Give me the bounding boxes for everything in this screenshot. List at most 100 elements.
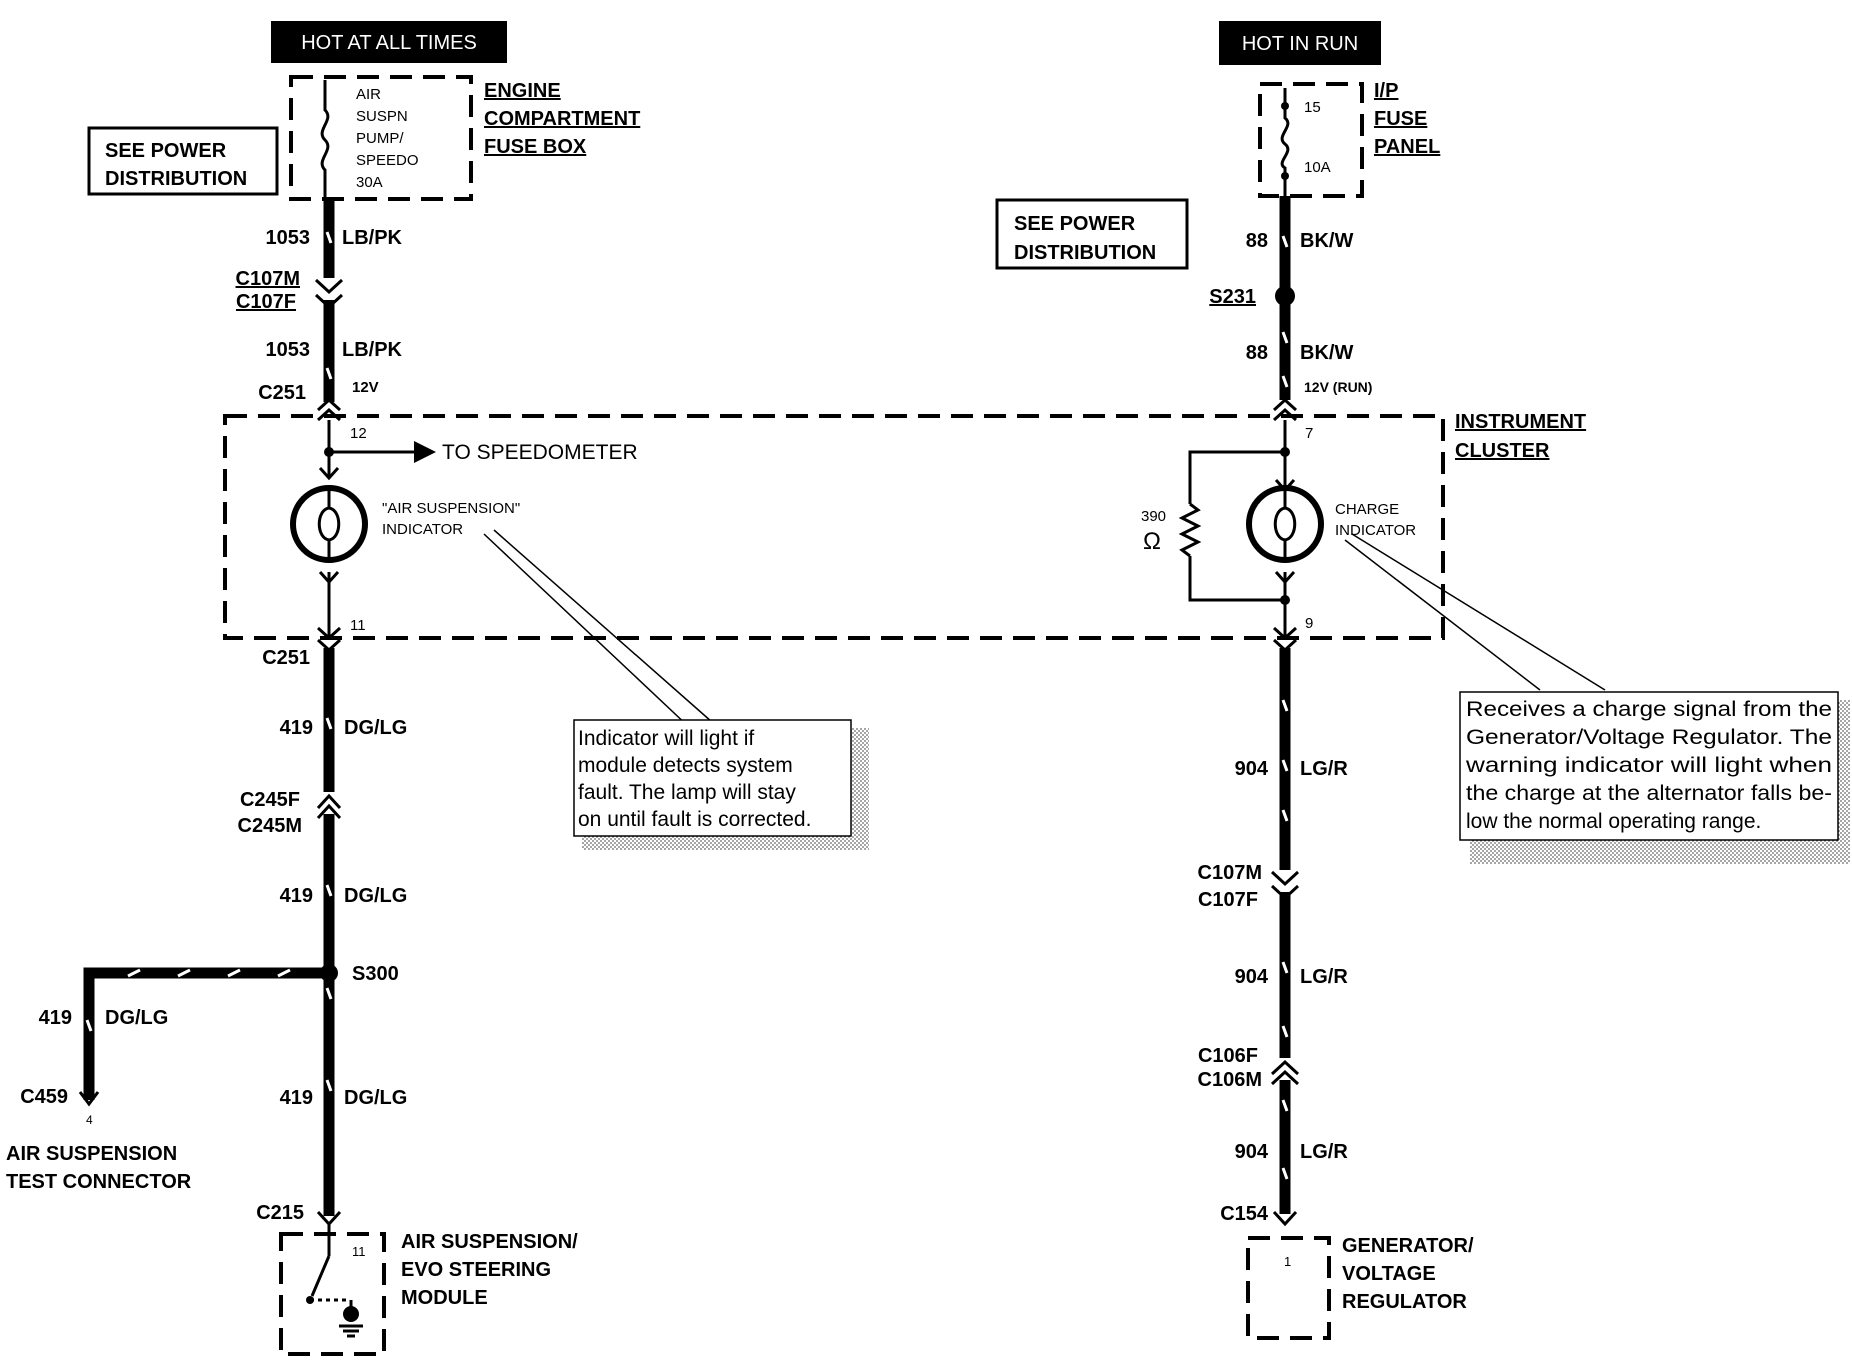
- fuse-box-label-line-3: FUSE BOX: [484, 136, 587, 158]
- wire-419-color-branch: DG/LG: [105, 1007, 168, 1029]
- left-circuit: HOT AT ALL TIMES AIR SUSPN PUMP/ SPEEDO …: [6, 21, 869, 1356]
- left-note-box: [573, 719, 852, 837]
- fuse-label-line-1: AIR: [356, 86, 381, 103]
- left-note-line-3: fault. The lamp will stay: [578, 781, 796, 804]
- fuse-panel-label-3: PANEL: [1374, 136, 1440, 158]
- wire-419-branch: [83, 967, 329, 1100]
- right-arrow-icon: [414, 441, 436, 463]
- fuse-15-icon: [1280, 88, 1290, 196]
- wire-419-color-3: DG/LG: [344, 1087, 407, 1109]
- left-see-power-line-2: DISTRIBUTION: [105, 168, 247, 190]
- wire-88-color-1: BK/W: [1300, 230, 1353, 252]
- right-power-label: HOT IN RUN: [1242, 33, 1358, 55]
- conn-c154: C154: [1220, 1203, 1269, 1225]
- connector-c107-right: [1270, 870, 1300, 887]
- conn-c107f-left: C107F: [236, 291, 296, 313]
- cluster-label-line-1: INSTRUMENT: [1455, 411, 1586, 433]
- wire-419-color-1: DG/LG: [344, 717, 407, 739]
- air-suspension-indicator-label-2: INDICATOR: [382, 521, 463, 538]
- conn-c107f-right: C107F: [1198, 889, 1258, 911]
- right-note-line-2: Generator/Voltage Regulator. The: [1466, 726, 1832, 749]
- conn-c245f: C245F: [240, 789, 300, 811]
- test-connector-label-2: TEST CONNECTOR: [6, 1171, 192, 1193]
- wire-1053-color-1: LB/PK: [342, 227, 403, 249]
- right-pin-in: 7: [1305, 425, 1313, 442]
- wire-904-num-1: 904: [1235, 758, 1269, 780]
- left-note-line-1: Indicator will light if: [578, 727, 754, 750]
- right-see-power-line-2: DISTRIBUTION: [1014, 242, 1156, 264]
- connector-c245: [316, 793, 342, 810]
- right-pin-out: 9: [1305, 615, 1313, 632]
- air-suspn-fuse-icon: [320, 80, 330, 199]
- charge-indicator-label-1: CHARGE: [1335, 501, 1399, 518]
- right-note-line-4: the charge at the alternator falls be-: [1466, 782, 1832, 805]
- wire-419-color-2: DG/LG: [344, 885, 407, 907]
- left-pin-in: 12: [350, 425, 367, 442]
- connector-c459: [78, 1091, 100, 1107]
- test-pin: 4: [86, 1113, 93, 1127]
- wire-419-num-3: 419: [280, 1087, 313, 1109]
- connector-c106: [1270, 1059, 1300, 1076]
- module-pin-left: 11: [352, 1244, 366, 1259]
- splice-s231-label: S231: [1209, 286, 1256, 308]
- resistor-unit: Ω: [1143, 528, 1161, 555]
- conn-c107m-left: C107M: [236, 268, 300, 290]
- left-see-power-line-1: SEE POWER: [105, 140, 227, 162]
- wire-419-num-2: 419: [280, 885, 313, 907]
- left-see-power-box: [87, 126, 279, 196]
- wire-904-color-1: LG/R: [1300, 758, 1348, 780]
- wire-419-num-1: 419: [280, 717, 313, 739]
- connector-c107-left: [314, 278, 344, 295]
- fuse-amp: 10A: [1304, 159, 1331, 176]
- cluster-label-line-2: CLUSTER: [1455, 440, 1550, 462]
- wire-1053-color-2: LB/PK: [342, 339, 403, 361]
- conn-c107m-right: C107M: [1198, 862, 1262, 884]
- module-label-right-3: REGULATOR: [1342, 1291, 1467, 1313]
- wire-1053-num-1: 1053: [266, 227, 311, 249]
- left-power-label-box: [271, 21, 507, 63]
- right-see-power-line-1: SEE POWER: [1014, 213, 1136, 235]
- instrument-cluster-outline: [223, 414, 1445, 640]
- right-circuit: HOT IN RUN 15 10A I/P FUSE PANEL SEE POW…: [995, 21, 1850, 1340]
- left-power-label: HOT AT ALL TIMES: [301, 32, 477, 54]
- resistor-icon: [1178, 502, 1202, 558]
- resistor-value: 390: [1141, 508, 1166, 525]
- right-power-label-box: [1219, 21, 1381, 65]
- wire-88-num-1: 88: [1246, 230, 1268, 252]
- conn-c245m: C245M: [238, 815, 302, 837]
- left-note-line-2: module detects system: [578, 754, 793, 777]
- module-label-right-1: GENERATOR/: [1342, 1235, 1474, 1257]
- ground-icon: [343, 1306, 359, 1322]
- module-label-left-1: AIR SUSPENSION/: [401, 1231, 578, 1253]
- air-suspension-module-box: [279, 1232, 386, 1356]
- test-connector-label-1: AIR SUSPENSION: [6, 1143, 177, 1165]
- module-pin-right: 1: [1284, 1254, 1291, 1269]
- fuse-box-label-line-2: COMPARTMENT: [484, 108, 640, 130]
- left-pin-out: 11: [350, 617, 366, 634]
- fuse-label-line-5: 30A: [356, 174, 383, 191]
- wire-904-num-3: 904: [1235, 1141, 1269, 1163]
- conn-c106f: C106F: [1198, 1045, 1258, 1067]
- wire-904-num-2: 904: [1235, 966, 1269, 988]
- splice-s300-label: S300: [352, 963, 399, 985]
- module-label-right-2: VOLTAGE: [1342, 1263, 1436, 1285]
- wire-1053-num-2: 1053: [266, 339, 311, 361]
- fuse-panel-label-1: I/P: [1374, 80, 1398, 102]
- wire-904-color-2: LG/R: [1300, 966, 1348, 988]
- wire-904-color-3: LG/R: [1300, 1141, 1348, 1163]
- fuse-num: 15: [1304, 99, 1321, 116]
- wire-419-num-branch: 419: [39, 1007, 72, 1029]
- fuse-label-line-4: SPEEDO: [356, 152, 419, 169]
- fuse-box-label-line-1: ENGINE: [484, 80, 561, 102]
- cluster-conn-bottom-left: C251: [262, 647, 310, 669]
- right-note-line-1: Receives a charge signal from the: [1466, 698, 1832, 721]
- to-speedometer-text: TO SPEEDOMETER: [442, 441, 638, 464]
- conn-c215: C215: [256, 1202, 304, 1224]
- fuse-panel-label-2: FUSE: [1374, 108, 1427, 130]
- right-see-power-box: [995, 198, 1189, 270]
- module-label-left-3: MODULE: [401, 1287, 488, 1309]
- fuse-label-line-3: PUMP/: [356, 130, 404, 147]
- engine-compartment-fuse-box: [289, 75, 473, 201]
- air-suspension-indicator-label-1: "AIR SUSPENSION": [382, 500, 520, 517]
- left-note-line-4: on until fault is corrected.: [578, 808, 811, 831]
